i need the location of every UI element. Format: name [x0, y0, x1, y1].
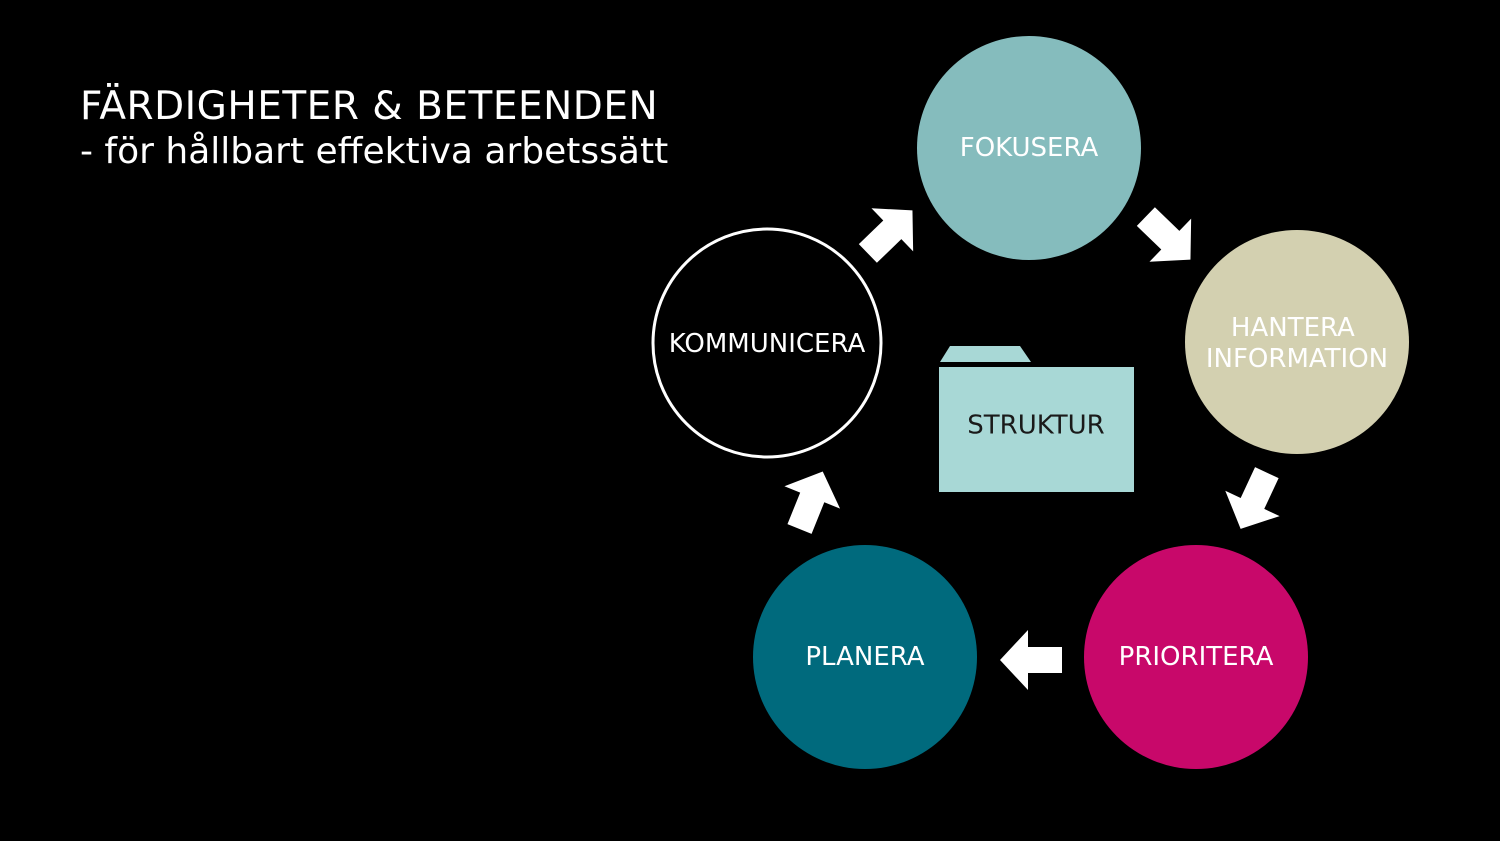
node-planera: PLANERA [753, 545, 977, 769]
title-block: FÄRDIGHETER & BETEENDEN - för hållbart e… [80, 84, 668, 174]
node-label-prioritera: PRIORITERA [1119, 642, 1274, 672]
center-label: STRUKTUR [967, 411, 1105, 441]
arrow-kommunicera-to-fokusera-icon [858, 208, 914, 263]
arrows-group [784, 207, 1280, 690]
svg-text:FOKUSERA: FOKUSERA [960, 133, 1099, 163]
arrow-hantera-to-prioritera-icon [1225, 467, 1280, 529]
arrow-planera-to-kommunicera-icon [784, 471, 841, 534]
node-label-kommunicera: KOMMUNICERA [669, 329, 866, 359]
node-fokusera: FOKUSERA [917, 36, 1141, 260]
svg-text:KOMMUNICERA: KOMMUNICERA [669, 329, 866, 359]
svg-text:PLANERA: PLANERA [805, 642, 924, 672]
arrow-prioritera-to-planera-icon [1000, 630, 1062, 690]
svg-text:HANTERA INFORMATION: HANTERA INFORMATION [1206, 313, 1388, 374]
svg-text:PRIORITERA: PRIORITERA [1119, 642, 1274, 672]
node-label-planera: PLANERA [805, 642, 924, 672]
node-label-fokusera: FOKUSERA [960, 133, 1099, 163]
node-label-hantera-line-1: HANTERA [1231, 313, 1355, 343]
center-struktur: STRUKTUR [939, 346, 1134, 492]
node-kommunicera: KOMMUNICERA [651, 227, 883, 459]
page-title: FÄRDIGHETER & BETEENDEN [80, 84, 659, 129]
page-subtitle: - för hållbart effektiva arbetssätt [80, 131, 669, 172]
node-hantera-information: HANTERA INFORMATION [1185, 230, 1409, 454]
arrow-fokusera-to-hantera-icon [1136, 207, 1192, 262]
node-prioritera: PRIORITERA [1084, 545, 1308, 769]
node-label-hantera-line-2: INFORMATION [1206, 344, 1388, 374]
folder-icon [939, 346, 1134, 492]
